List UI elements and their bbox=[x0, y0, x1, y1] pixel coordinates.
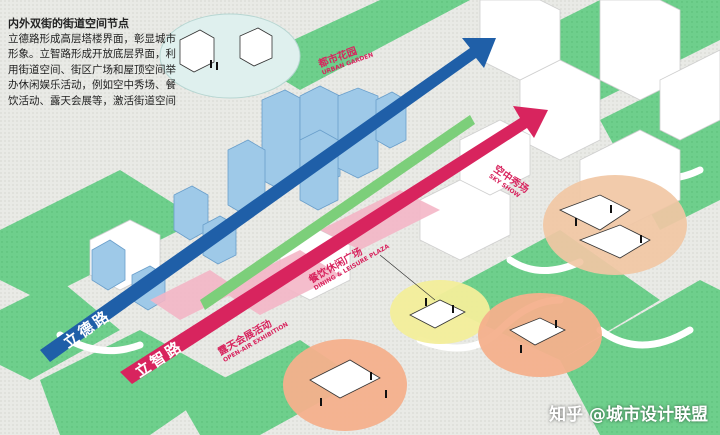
tree-band bbox=[200, 115, 475, 310]
lizhi-road-arrow bbox=[120, 106, 548, 384]
bubble-details bbox=[179, 27, 651, 399]
description-heading: 内外双街的街道空间节点 bbox=[8, 17, 129, 30]
description-block: 内外双街的街道空间节点 立德路形成高层塔楼界面，彰显城市形象。立智路形成开放底层… bbox=[8, 16, 186, 109]
leader-line bbox=[379, 254, 436, 301]
people-figures bbox=[210, 60, 642, 406]
lide-road-arrow bbox=[40, 38, 496, 362]
description-body: 立德路形成高层塔楼界面，彰显城市形象。立智路形成开放底层界面，利用街道空间、街区… bbox=[8, 32, 176, 107]
watermark-text: 知乎 @城市设计联盟 bbox=[549, 405, 708, 425]
sky-show-bubble bbox=[543, 175, 687, 275]
